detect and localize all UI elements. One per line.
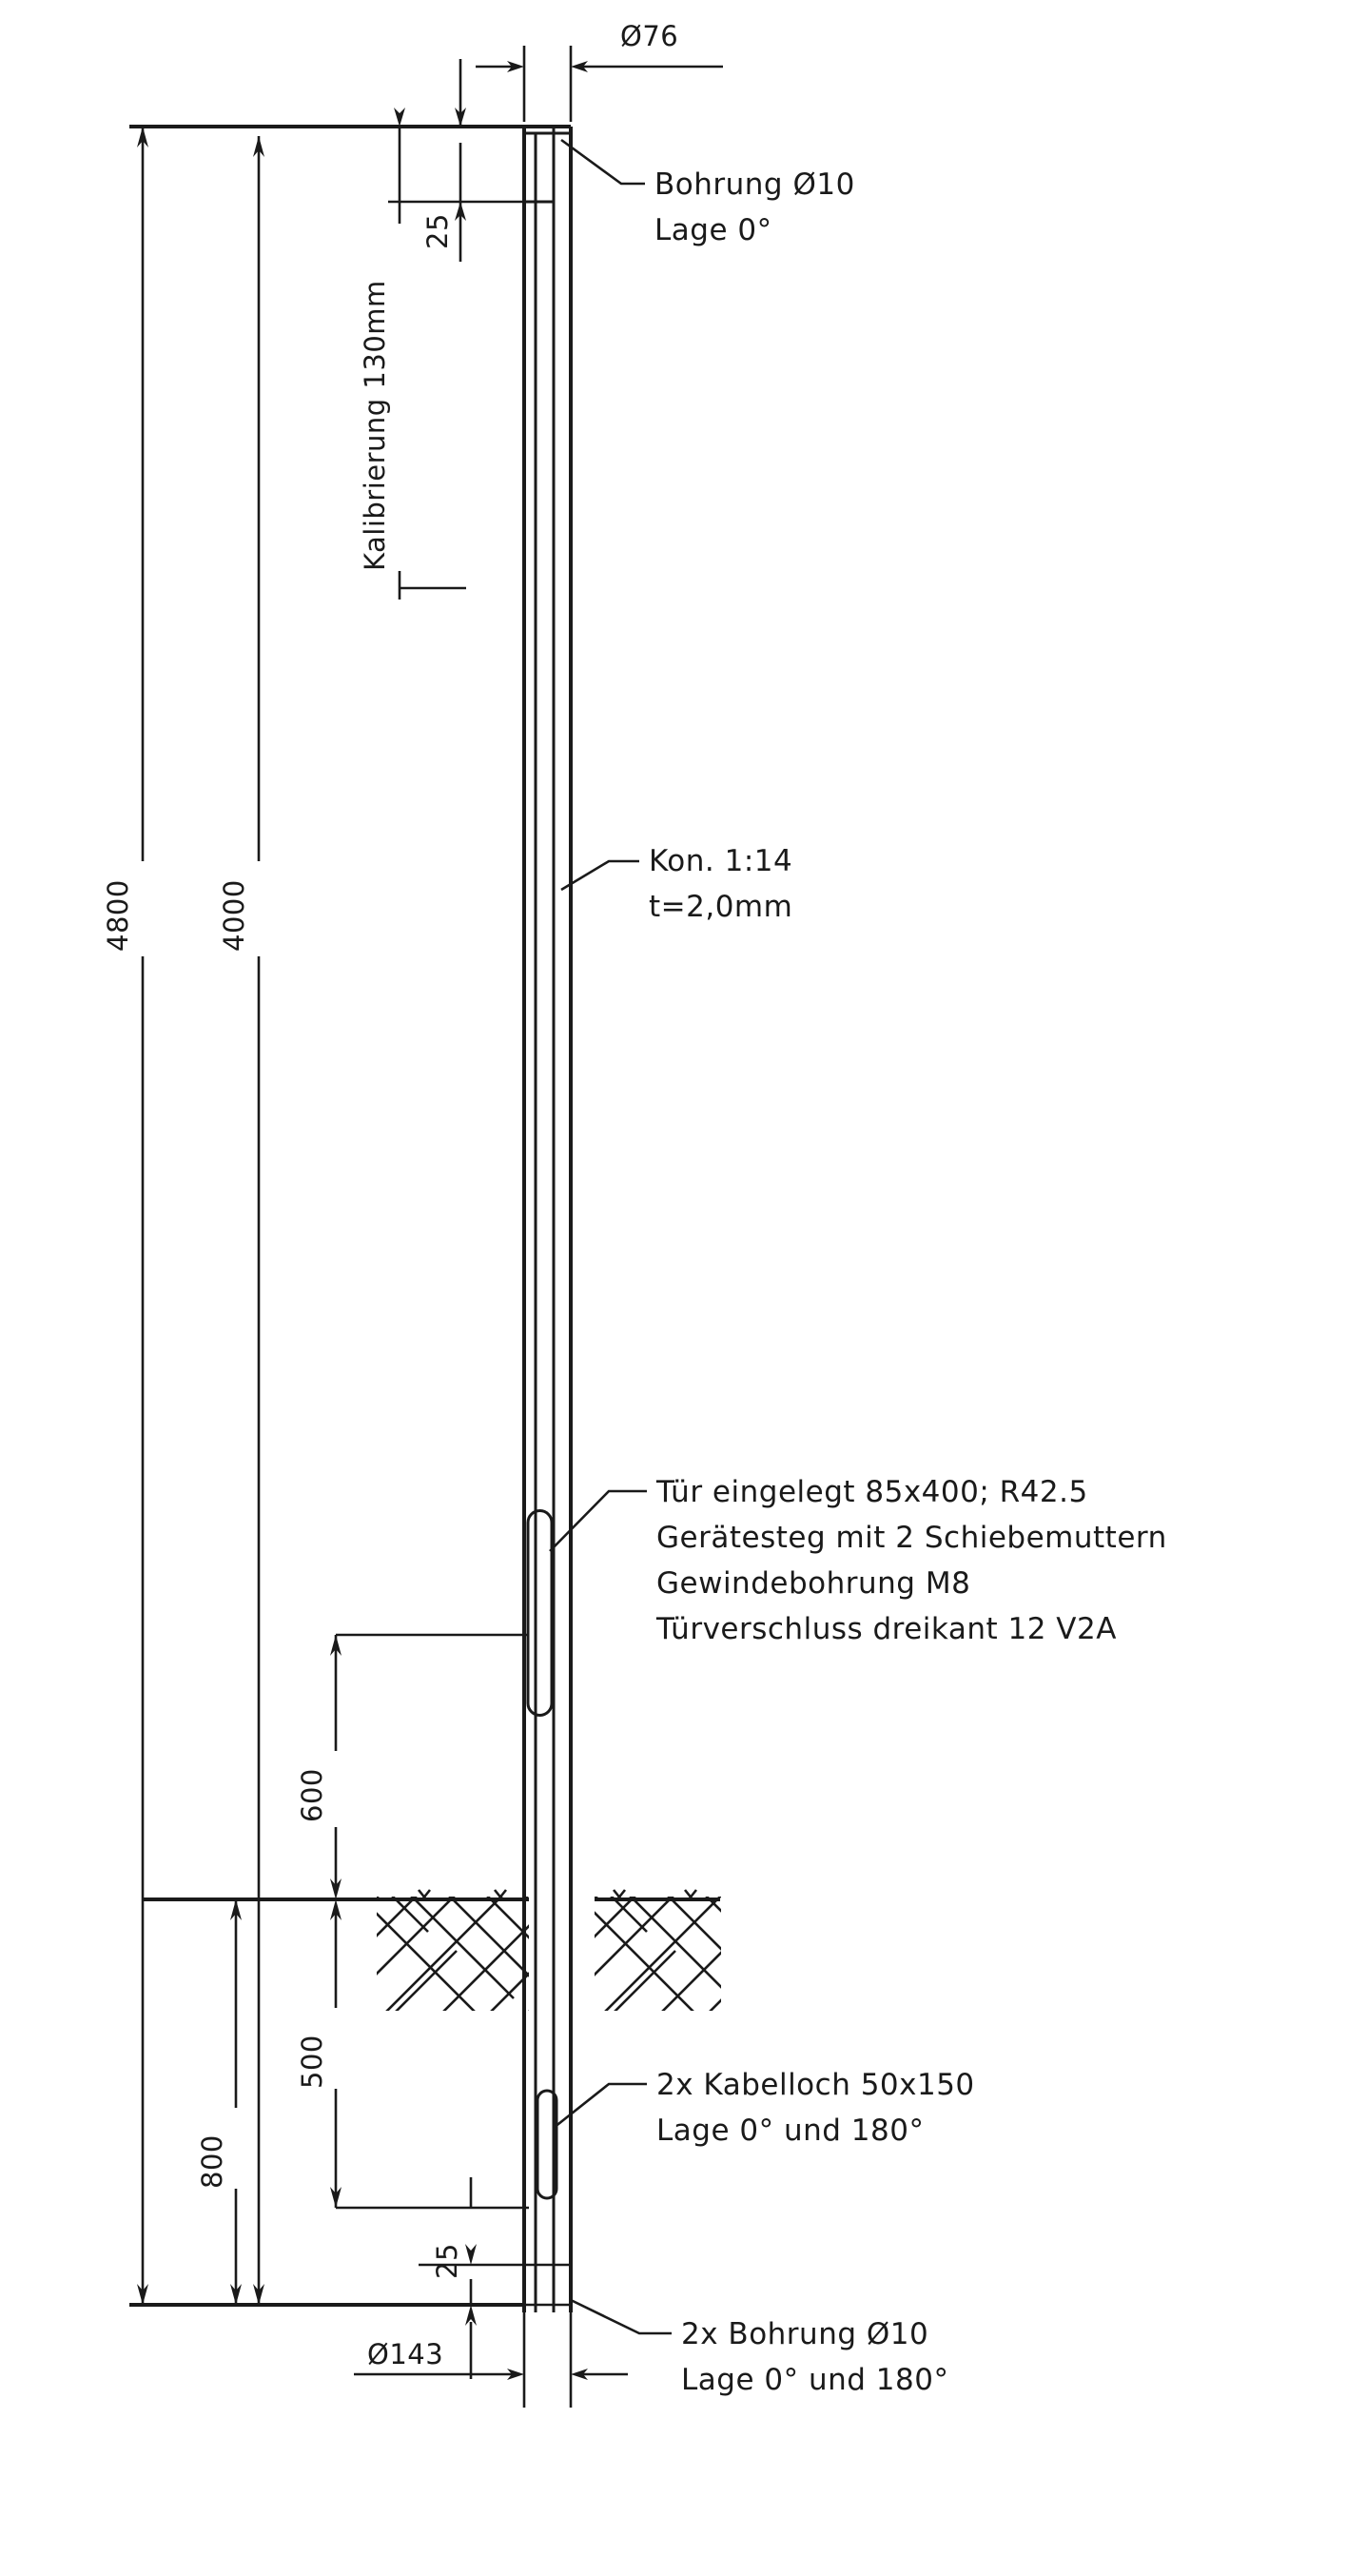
dimension-kalibrierung: Kalibrierung 130mm — [359, 108, 466, 600]
annotation-kabelloch: 2x Kabelloch 50x150 Lage 0° und 180° — [656, 2068, 975, 2148]
dimension-label-600: 600 — [296, 1768, 328, 1822]
annotation-line: Türverschluss dreikant 12 V2A — [655, 1612, 1117, 1646]
ground-hatch-left — [377, 1897, 529, 2011]
pole-outline — [522, 125, 573, 2312]
annotation-line: Tür eingelegt 85x400; R42.5 — [655, 1475, 1088, 1509]
dimension-label-500: 500 — [296, 2035, 328, 2089]
dimension-dia-bottom: Ø143 — [354, 2312, 628, 2408]
dimension-label-dia-bottom: Ø143 — [367, 2338, 443, 2370]
annotation-line: Gewindebohrung M8 — [656, 1566, 970, 1601]
annotation-line: t=2,0mm — [649, 890, 792, 924]
cable-hole — [536, 2089, 558, 2200]
dimension-25-top: 25 — [388, 59, 524, 262]
annotation-line: 2x Kabelloch 50x150 — [656, 2068, 975, 2102]
annotation-bohrung-bottom: 2x Bohrung Ø10 Lage 0° und 180° — [681, 2317, 948, 2397]
door-opening — [526, 1509, 554, 1717]
annotation-line: 2x Bohrung Ø10 — [681, 2317, 928, 2351]
annotation-line: Kon. 1:14 — [649, 844, 792, 878]
dimension-800: 800 — [143, 1898, 381, 2305]
dimension-label-4000: 4000 — [218, 879, 250, 952]
leader-lines — [549, 138, 672, 2335]
dimension-label-25-top: 25 — [421, 213, 454, 249]
dimension-4800: 4800 — [102, 125, 524, 2307]
annotation-tuer: Tür eingelegt 85x400; R42.5 Gerätesteg m… — [655, 1475, 1167, 1646]
dimension-600: 600 — [296, 1633, 529, 1899]
ground-surface-ticks — [417, 1889, 698, 1900]
annotation-line: Lage 0° und 180° — [656, 2114, 924, 2148]
dimension-25-bottom: 25 — [419, 2177, 571, 2379]
dimension-label-kalibrierung: Kalibrierung 130mm — [359, 280, 391, 571]
annotation-bohrung-top: Bohrung Ø10 Lage 0° — [654, 167, 855, 247]
dimension-dia-top: Ø76 — [476, 20, 723, 122]
dimension-label-4800: 4800 — [102, 879, 134, 952]
dimension-label-dia-top: Ø76 — [620, 20, 678, 52]
dimension-500: 500 — [296, 1899, 529, 2210]
dimension-label-800: 800 — [196, 2134, 228, 2189]
annotation-line: Lage 0° und 180° — [681, 2363, 948, 2397]
annotation-konus: Kon. 1:14 t=2,0mm — [649, 844, 792, 924]
ground-line — [377, 1889, 721, 2011]
ground-hatch-right — [595, 1897, 721, 2011]
annotation-line: Bohrung Ø10 — [654, 167, 855, 202]
dimension-4000: 4000 — [218, 136, 264, 2305]
annotation-line: Gerätesteg mit 2 Schiebemuttern — [656, 1521, 1167, 1555]
annotation-line: Lage 0° — [654, 213, 772, 247]
dimension-label-25-bottom: 25 — [431, 2243, 463, 2279]
